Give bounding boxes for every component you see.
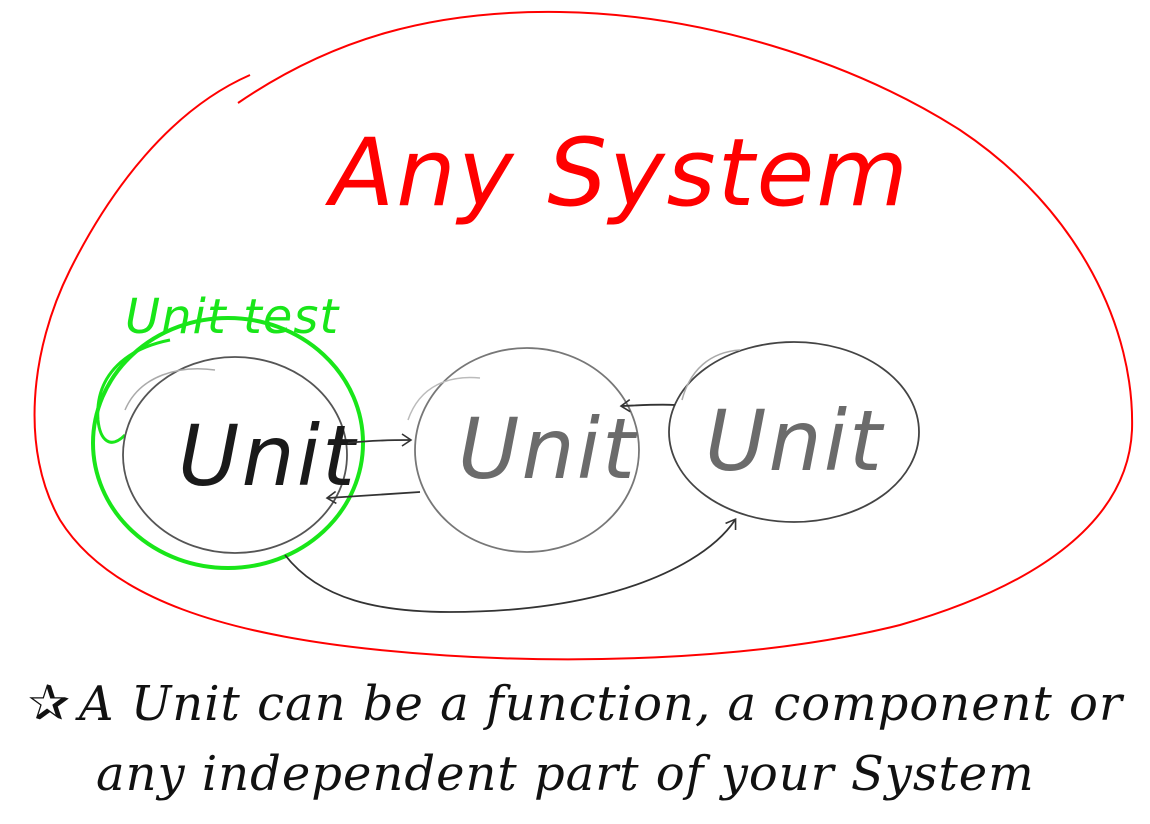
system-boundary [33, 10, 1134, 661]
unit-label-3: Unit [705, 392, 885, 490]
unit-test-label: Unit test [125, 289, 340, 345]
unit-node-2: Unit [407, 347, 640, 553]
unit-node-3: Unit [668, 341, 920, 523]
star-icon: ✰ [28, 674, 71, 732]
unit-label-2: Unit [458, 400, 638, 498]
arrow-unit2-to-unit1 [325, 490, 421, 505]
unit-test-highlight [91, 316, 365, 570]
footnote: ✰A Unit can be a function, a component o… [28, 668, 1128, 809]
footnote-line-1: A Unit can be a function, a component or [78, 676, 1123, 732]
arrow-unit3-to-unit2 [619, 399, 676, 413]
unit-label-1: Unit [178, 407, 358, 505]
footnote-line-2: any independent part of your System [96, 746, 1035, 802]
unit-test-scribble [96, 338, 171, 444]
unit-node-1: Unit [122, 356, 358, 554]
system-title: Any System [325, 119, 910, 228]
arrow-unit1-to-unit2 [347, 433, 413, 447]
arrow-unit1-to-unit3 [284, 517, 737, 613]
